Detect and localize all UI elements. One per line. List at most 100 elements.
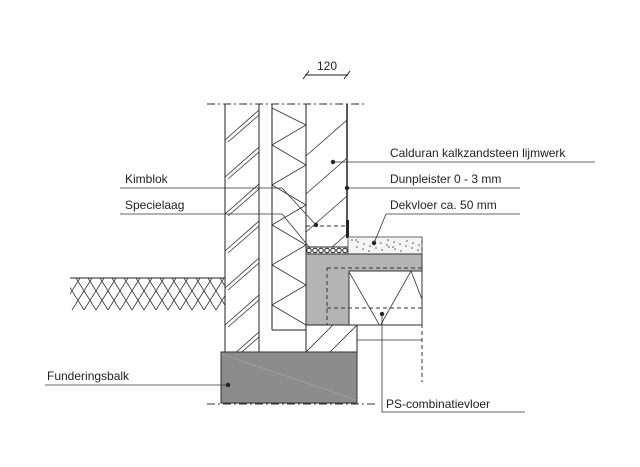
hatch-line [232, 278, 252, 310]
hatch-line [306, 119, 347, 157]
inner-base-block [305, 324, 358, 353]
bead [330, 247, 336, 254]
inner-leaf-calduran [306, 104, 349, 248]
hatch-line [95, 278, 117, 310]
hatch-line [215, 294, 225, 310]
hatch-line [71, 278, 93, 310]
speck [375, 247, 377, 249]
bead [306, 247, 312, 254]
hatch-line [179, 278, 201, 310]
leader-dekvloer: Dekvloer ca. 50 mm [371, 198, 520, 246]
hatch-line [191, 278, 213, 310]
hatch-line [87, 278, 109, 310]
hatch-line [330, 233, 347, 248]
speck [362, 248, 364, 250]
mortar-layer [305, 246, 349, 255]
speck [387, 239, 389, 241]
hatch-line [123, 278, 145, 310]
hatch-line [227, 188, 259, 217]
label-kimblok: Kimblok [125, 172, 169, 186]
leader-dunpleister: Dunpleister 0 - 3 mm [344, 172, 520, 191]
label-dunpleister: Dunpleister 0 - 3 mm [390, 172, 501, 186]
ground-soil [70, 277, 252, 310]
speck [356, 246, 358, 248]
hatch-line [235, 331, 259, 352]
hatch-line [183, 278, 205, 310]
hatch-line [227, 225, 259, 254]
hatch-line [227, 299, 259, 328]
speck [393, 241, 395, 243]
hatch-line [225, 183, 259, 215]
hatch-line [143, 278, 165, 310]
hatch-line [83, 278, 105, 310]
speck [406, 240, 408, 242]
label-funderingsbalk: Funderingsbalk [47, 369, 130, 383]
hatch-line [131, 278, 153, 310]
hatch-line [111, 278, 133, 310]
speck [411, 247, 413, 249]
hatch-line [227, 262, 259, 291]
hatch-line [306, 195, 347, 233]
hatch-line [75, 278, 97, 310]
bead [342, 247, 348, 254]
leader-ps-vloer: PS-combinatievloer [379, 311, 525, 413]
hatch-line [203, 278, 225, 310]
hatch-line [225, 220, 259, 252]
bead [324, 247, 330, 254]
speck [388, 246, 390, 248]
speck [412, 242, 414, 244]
hatch-line [70, 286, 85, 310]
bead [336, 247, 342, 254]
hatch-line [171, 278, 193, 310]
dimension-label: 120 [317, 59, 337, 73]
leader-funderingsbalk: Funderingsbalk [45, 369, 231, 388]
hatch-line [195, 278, 217, 310]
label-specielaag: Specielaag [125, 198, 184, 212]
speck [386, 244, 388, 246]
hatch-line [107, 278, 129, 310]
label-dekvloer: Dekvloer ca. 50 mm [390, 198, 497, 212]
hatch-line [147, 278, 169, 310]
speck [368, 250, 370, 252]
hatch-line [225, 109, 259, 141]
speck [380, 242, 382, 244]
speck [381, 249, 383, 251]
hatch-line [306, 157, 347, 195]
leader-calduran: Calduran kalkzandsteen lijmwerk [330, 146, 595, 165]
speck [418, 244, 420, 246]
speck [357, 241, 359, 243]
hatch-line [119, 278, 141, 310]
dimension-120: 120 [302, 59, 351, 80]
hatch-line [225, 257, 259, 289]
hatch-line [227, 114, 259, 143]
speck [351, 239, 353, 241]
bead [318, 247, 324, 254]
label-calduran: Calduran kalkzandsteen lijmwerk [390, 146, 566, 160]
hatch-line [159, 278, 181, 310]
hatch-line [167, 278, 189, 310]
hatch-line [155, 278, 177, 310]
speck [394, 248, 396, 250]
hatch-line [99, 278, 121, 310]
speck [392, 246, 394, 248]
speck [405, 245, 407, 247]
speck [363, 243, 365, 245]
bead [312, 247, 318, 254]
hatch-line [227, 151, 259, 180]
hatch-line [207, 278, 225, 306]
hatch-line [225, 146, 259, 178]
speck [369, 245, 371, 247]
leader-specielaag: Specielaag [120, 198, 311, 249]
foundation-beam [220, 351, 358, 404]
speck [399, 243, 401, 245]
outer-brick-leaf [224, 104, 260, 352]
hatch-line [241, 336, 259, 352]
leader-kimblok: Kimblok [120, 172, 319, 228]
label-ps-vloer: PS-combinatievloer [386, 397, 490, 411]
hatch-line [225, 294, 259, 326]
hatch-line [135, 278, 157, 310]
hatch-line [219, 278, 225, 287]
hatch-line [70, 278, 81, 295]
cavity-insulation [271, 104, 307, 352]
